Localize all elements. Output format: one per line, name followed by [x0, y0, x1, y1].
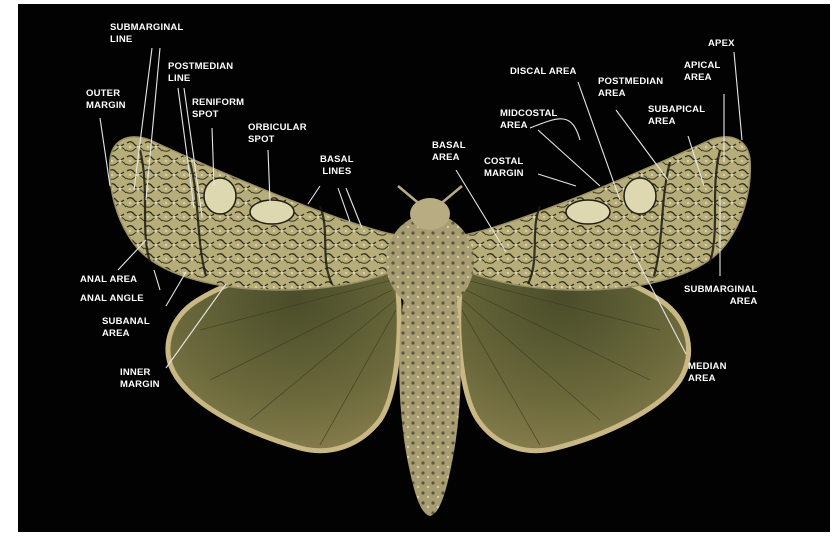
- label-apex: APEX: [708, 38, 735, 50]
- label-anal-angle: ANAL ANGLE: [80, 293, 144, 305]
- label-basal-area: BASAL AREA: [432, 140, 466, 164]
- label-apical-area: APICAL AREA: [684, 60, 721, 84]
- label-median-area: MEDIAN AREA: [688, 361, 727, 385]
- label-orbicular-spot: ORBICULAR SPOT: [248, 122, 307, 146]
- label-midcostal-area: MIDCOSTAL AREA: [500, 108, 558, 132]
- abdomen: [399, 296, 461, 516]
- label-anal-area: ANAL AREA: [80, 274, 137, 286]
- label-costal-margin: COSTAL MARGIN: [484, 156, 524, 180]
- label-submarginal-line: SUBMARGINAL LINE: [110, 22, 183, 46]
- label-basal-lines: BASAL LINES: [320, 154, 354, 178]
- label-postmedian-area: POSTMEDIAN AREA: [598, 76, 663, 100]
- label-subapical-area: SUBAPICAL AREA: [648, 104, 705, 128]
- label-outer-margin: OUTER MARGIN: [86, 88, 126, 112]
- label-discal-area: DISCAL AREA: [510, 66, 577, 78]
- label-postmedian-line: POSTMEDIAN LINE: [168, 61, 233, 85]
- moth-anatomy-figure: SUBMARGINAL LINE OUTER MARGIN POSTMEDIAN…: [18, 4, 830, 532]
- label-inner-margin: INNER MARGIN: [120, 367, 160, 391]
- label-subanal-area: SUBANAL AREA: [102, 316, 150, 340]
- label-reniform-spot: RENIFORM SPOT: [192, 97, 244, 121]
- head: [410, 198, 450, 230]
- label-submarginal-area: SUBMARGINAL AREA: [684, 284, 757, 308]
